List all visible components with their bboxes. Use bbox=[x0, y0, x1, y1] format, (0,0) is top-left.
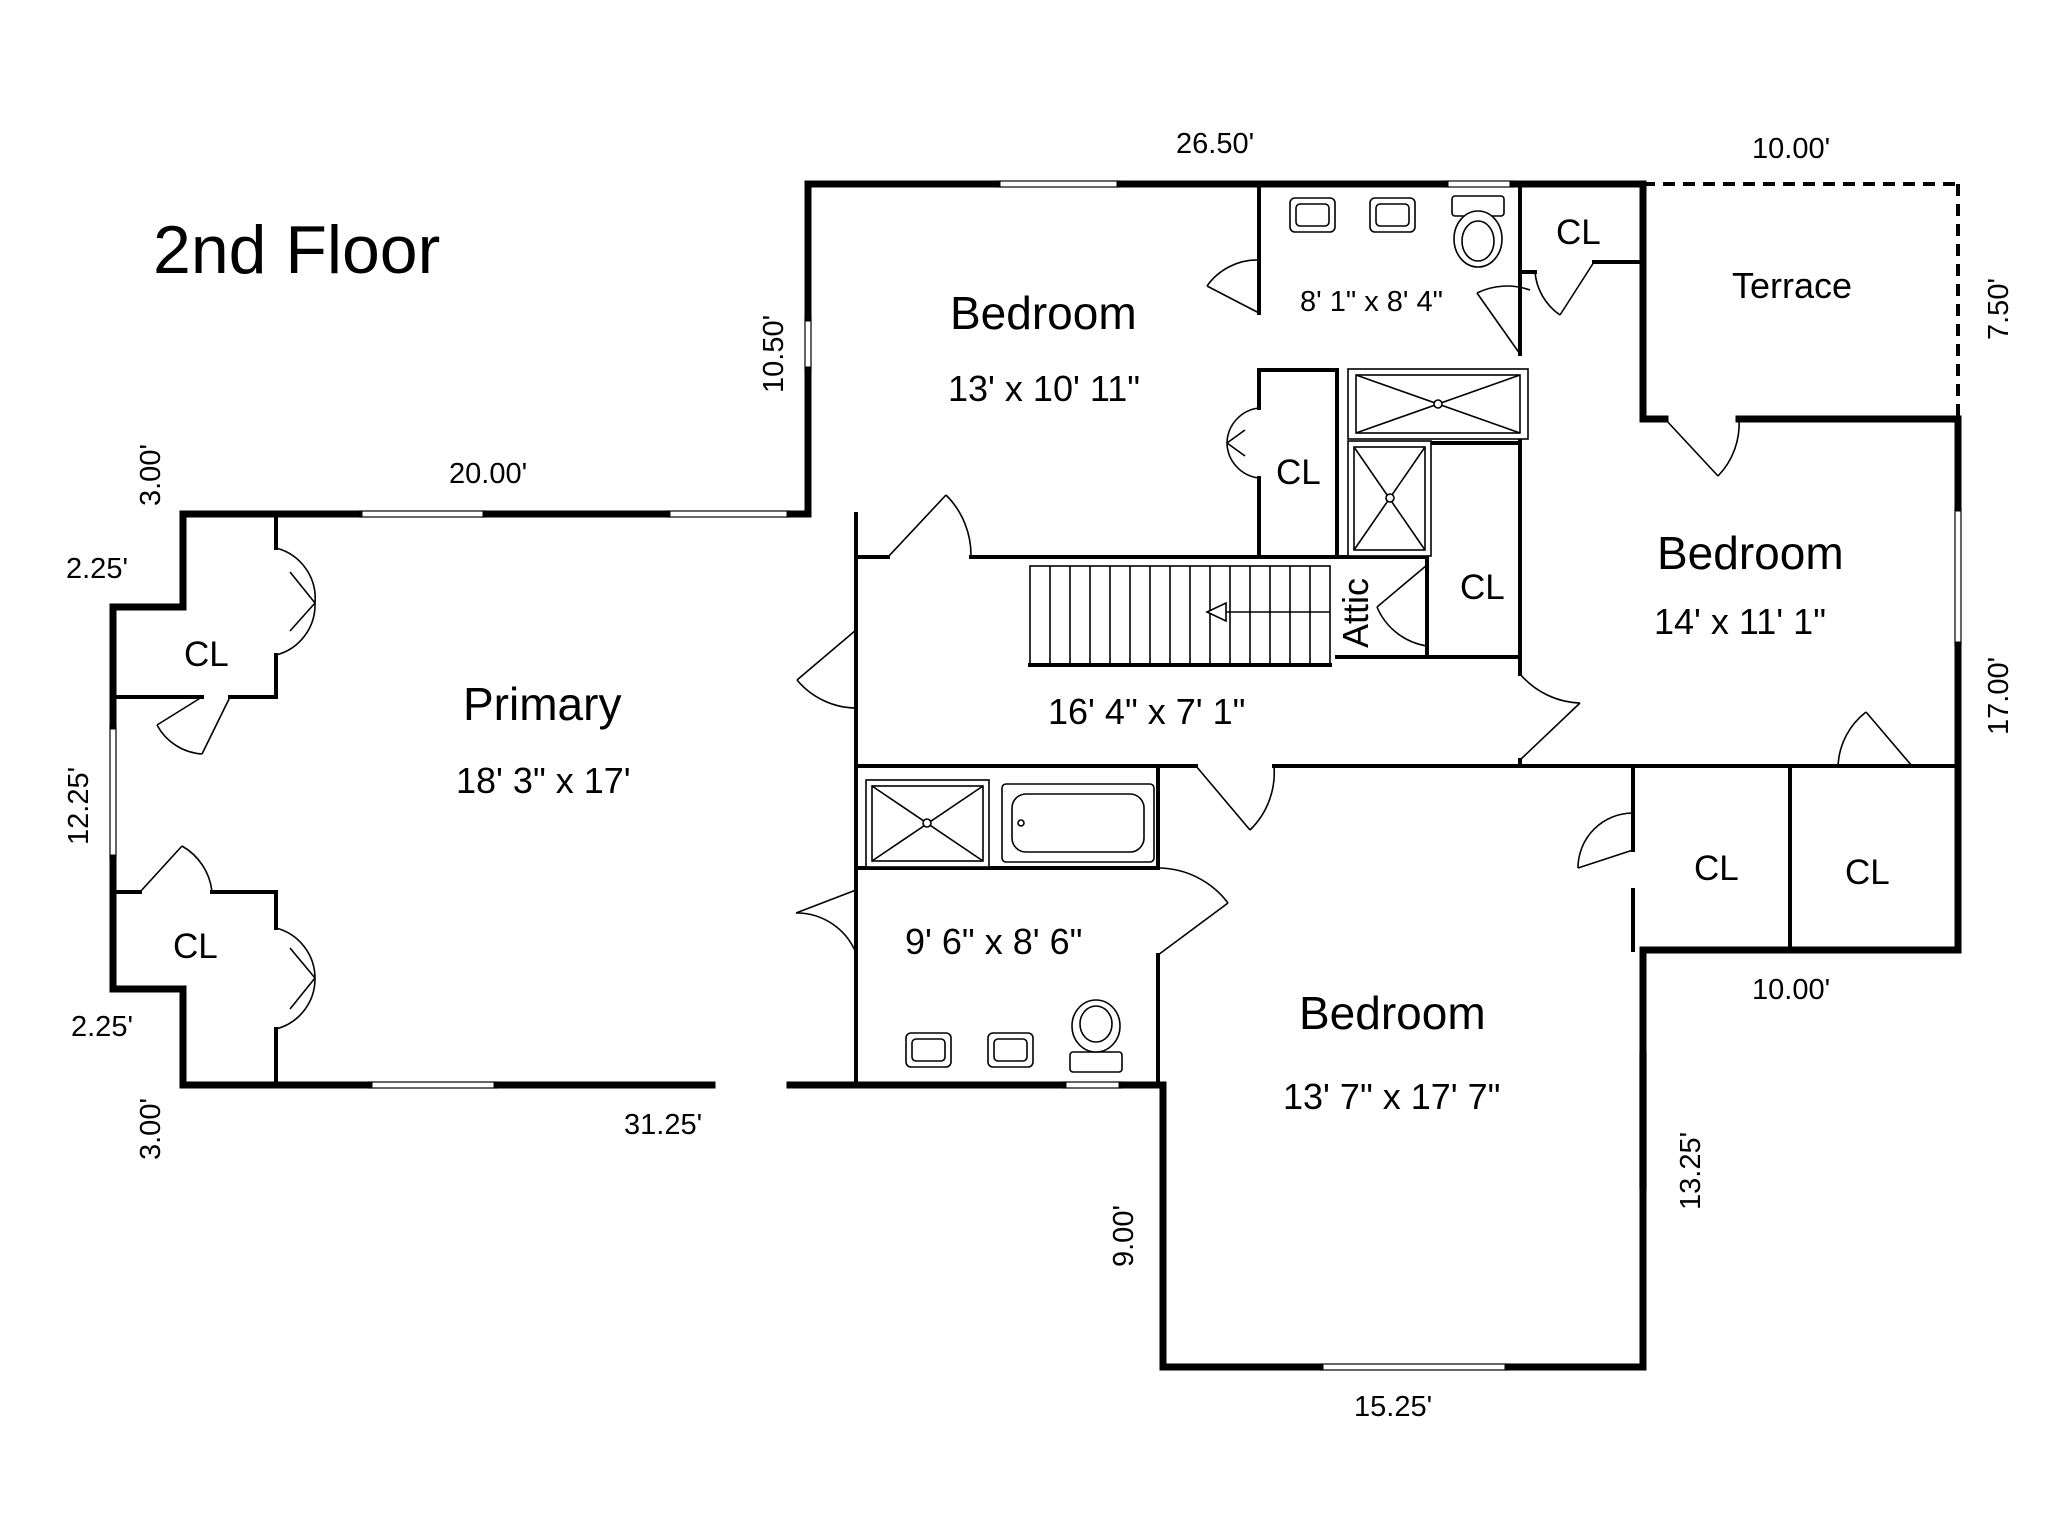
closet-label: CL bbox=[1694, 849, 1739, 888]
closet-label: CL bbox=[1460, 568, 1505, 607]
sink bbox=[1289, 197, 1336, 233]
room-size-bedroom-bottom: 13' 7" x 17' 7" bbox=[1283, 1076, 1500, 1117]
room-name-bedroom-top: Bedroom bbox=[950, 287, 1137, 339]
room-size-primary: 18' 3" x 17' bbox=[456, 760, 631, 801]
room-name-bedroom-bottom: Bedroom bbox=[1299, 987, 1486, 1039]
sink bbox=[1369, 197, 1416, 233]
exterior-walls bbox=[109, 180, 1962, 1371]
terrace-boundary bbox=[1643, 182, 1960, 419]
closet-label: CL bbox=[184, 635, 229, 674]
bathtub bbox=[1001, 783, 1155, 863]
dimension-primary-bottom: 31.25' bbox=[624, 1109, 702, 1141]
dimension-top-right: 10.00' bbox=[1752, 133, 1830, 165]
windows bbox=[109, 180, 1962, 1371]
sink bbox=[905, 1032, 952, 1068]
room-size-bath-top: 8' 1" x 8' 4" bbox=[1300, 286, 1443, 318]
room-size-bedroom-top: 13' x 10' 11" bbox=[948, 368, 1140, 409]
dimension-left-top: 3.00' bbox=[135, 444, 167, 506]
dimension-top-center: 26.50' bbox=[1176, 128, 1254, 160]
dimension-left-step-top: 2.25' bbox=[66, 553, 128, 585]
room-name-primary: Primary bbox=[463, 678, 621, 730]
room-size-bedroom-right: 14' x 11' 1" bbox=[1654, 601, 1826, 642]
dimension-left-mid: 12.25' bbox=[63, 767, 95, 845]
stair-arrow-head bbox=[1205, 601, 1227, 623]
dimension-closets-bottom: 10.00' bbox=[1752, 974, 1830, 1006]
attic-stairs bbox=[1028, 565, 1332, 667]
floor-title: 2nd Floor bbox=[153, 212, 440, 288]
dimension-terrace-right: 7.50' bbox=[1983, 278, 2015, 340]
dimension-bedroom-bottom-left: 9.00' bbox=[1108, 1205, 1140, 1267]
dimension-bedroom-bottom-right: 13.25' bbox=[1675, 1132, 1707, 1210]
toilet bbox=[1069, 1051, 1123, 1073]
dimension-left-step-bottom: 2.25' bbox=[71, 1011, 133, 1043]
closet-label: CL bbox=[1556, 213, 1601, 252]
dimension-left-bottom: 3.00' bbox=[135, 1098, 167, 1160]
room-size-bath-mid: 9' 6" x 8' 6" bbox=[905, 921, 1082, 962]
closet-label: CL bbox=[1276, 453, 1321, 492]
dimension-right: 17.00' bbox=[1983, 657, 2015, 735]
room-name-terrace: Terrace bbox=[1732, 265, 1852, 306]
closet-label: CL bbox=[173, 927, 218, 966]
fixtures bbox=[865, 195, 1529, 1073]
room-name-bedroom-right: Bedroom bbox=[1657, 527, 1844, 579]
dimension-primary-top: 20.00' bbox=[449, 458, 527, 490]
interior-walls bbox=[111, 182, 1960, 1087]
dimension-bottom: 15.25' bbox=[1354, 1391, 1432, 1423]
room-size-hall: 16' 4" x 7' 1" bbox=[1048, 691, 1245, 732]
dimension-left-upper: 10.50' bbox=[758, 315, 790, 393]
room-name-attic: Attic bbox=[1335, 578, 1376, 648]
doors bbox=[139, 259, 1913, 1030]
closet-label: CL bbox=[1845, 853, 1890, 892]
sink bbox=[987, 1032, 1034, 1068]
